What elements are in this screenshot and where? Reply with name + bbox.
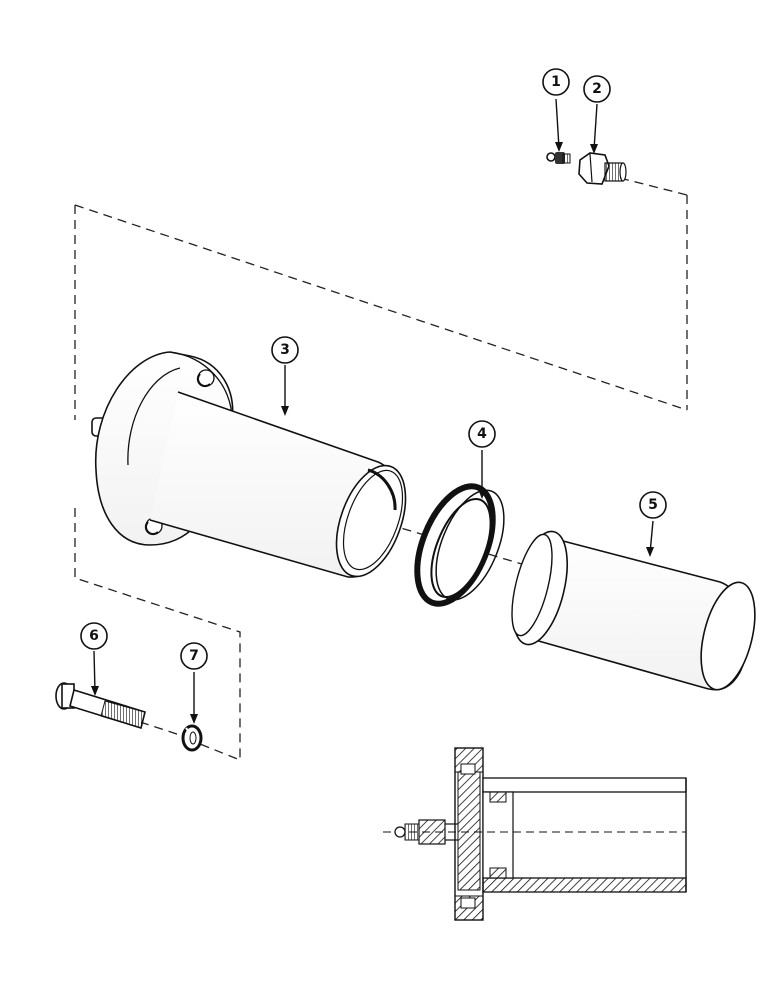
lock-washer-icon	[181, 724, 203, 752]
callout-label-6: 6	[89, 628, 99, 644]
section-view	[383, 747, 687, 921]
callout-6: 6	[80, 622, 108, 650]
callout-2: 2	[583, 75, 611, 103]
callout-3: 3	[271, 336, 299, 364]
adapter-fitting-icon	[578, 152, 627, 185]
callout-7: 7	[180, 642, 208, 670]
callout-label-4: 4	[477, 426, 487, 442]
callout-label-3: 3	[280, 342, 290, 358]
grease-fitting-icon	[546, 152, 571, 164]
callout-label-5: 5	[648, 497, 658, 513]
cap-screw-icon	[55, 682, 146, 730]
callout-4: 4	[468, 420, 496, 448]
seal-ring-icon	[414, 483, 505, 607]
callout-label-7: 7	[189, 648, 199, 664]
callout-1: 1	[542, 68, 570, 96]
sleeve-cylinder-icon	[511, 530, 756, 691]
callout-label-1: 1	[551, 74, 561, 90]
leader-lines	[91, 98, 654, 724]
flanged-housing-icon	[91, 351, 407, 578]
callout-5: 5	[639, 491, 667, 519]
callout-label-2: 2	[592, 81, 602, 97]
